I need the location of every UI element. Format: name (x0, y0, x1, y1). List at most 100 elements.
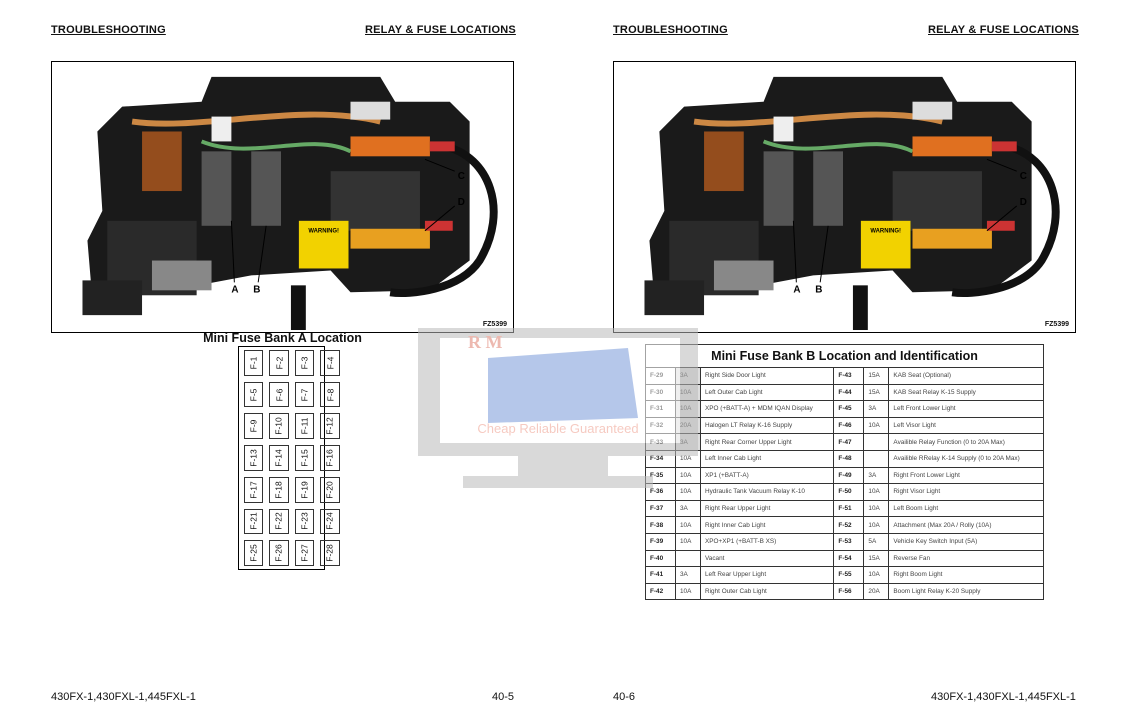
fuse-label: F-4 (325, 356, 336, 370)
fuse-code: F-55 (833, 566, 865, 584)
bank-a-title: Mini Fuse Bank A Location (203, 331, 362, 345)
bank-b-table: Mini Fuse Bank B Location and Identifica… (645, 344, 1044, 601)
fuse-rating: 15A (863, 367, 890, 385)
right-footer-model: 430FX-1,430FXL-1,445FXL-1 (931, 691, 1076, 703)
fuse-slot: F-17 (244, 476, 264, 503)
fuse-label: F-3 (299, 356, 310, 370)
fuse-rating: 15A (863, 549, 890, 568)
fuse-description: Boom Light Relay K-20 Supply (888, 582, 1044, 601)
fuse-description: Left Boom Light (888, 499, 1044, 518)
fuse-slot: F-21 (244, 508, 264, 535)
fuse-label: F-22 (274, 512, 285, 531)
fuse-description: KAB Seat (Optional) (888, 367, 1044, 385)
fuse-code: F-40 (645, 549, 676, 568)
fuse-label: F-1 (248, 356, 259, 370)
fuse-rating: 10A (863, 483, 890, 501)
fuse-code: F-56 (833, 582, 865, 601)
fuse-description: Left Outer Cab Light (699, 383, 835, 402)
fuse-description: XPO (+BATT-A) + MDM IQAN Display (699, 400, 835, 418)
fuse-code: F-45 (833, 400, 865, 418)
fuse-rating: 3A (675, 367, 701, 385)
fuse-label: F-7 (299, 388, 310, 401)
fuse-description: Left Visor Light (888, 416, 1044, 435)
fuse-label: F-11 (299, 417, 310, 435)
fuse-description: Right Rear Corner Upper Light (699, 433, 835, 451)
fuse-rating: 10A (863, 416, 890, 435)
callout-c: C (1020, 171, 1027, 182)
fuse-rating: 10A (863, 499, 890, 518)
fuse-code: F-41 (645, 566, 676, 584)
fuse-slot: F-25 (244, 540, 264, 566)
fuse-rating: 3A (675, 566, 701, 584)
fuse-description: Right Front Lower Light (888, 466, 1044, 485)
fuse-slot: F-7 (294, 381, 315, 408)
fuse-rating: 20A (863, 582, 890, 601)
fuse-description: Left Inner Cab Light (699, 449, 835, 468)
fuse-label: F-21 (248, 512, 259, 531)
fuse-code: F-29 (645, 367, 676, 385)
fuse-description: Hydraulic Tank Vacuum Relay K-10 (699, 483, 835, 501)
fuse-description: KAB Seat Relay K-15 Supply (888, 383, 1044, 402)
fuse-slot: F-1 (244, 350, 264, 376)
callout-a: A (231, 284, 238, 295)
fuse-code: F-43 (833, 367, 865, 385)
watermark-letters: R M (468, 332, 503, 352)
fuse-description: XPO+XP1 (+BATT-B XS) (699, 532, 835, 551)
fuse-description: Right Visor Light (888, 483, 1044, 501)
fuse-label: F-24 (325, 512, 336, 531)
fuse-slot: F-19 (294, 476, 315, 503)
fuse-rating: 3A (863, 400, 890, 418)
bank-b-title: Mini Fuse Bank B Location and Identifica… (645, 344, 1044, 368)
fuse-code: F-52 (833, 516, 865, 534)
fuse-label: F-19 (299, 480, 310, 499)
fuse-rating: 10A (675, 532, 701, 551)
fuse-slot: F-4 (320, 350, 340, 376)
fuse-panel-image: WARNING! A B C D (82, 76, 498, 331)
fuse-rating: 10A (863, 516, 890, 534)
fuse-code: F-44 (833, 383, 865, 402)
fuse-rating: 10A (675, 466, 701, 485)
fuse-label: F-26 (274, 544, 285, 562)
fuse-rating: 3A (675, 433, 701, 451)
fuse-rating: 10A (675, 449, 701, 468)
fuse-code: F-37 (645, 499, 676, 518)
fuse-label: F-8 (325, 388, 336, 401)
fuse-code: F-54 (833, 549, 865, 568)
fuse-slot: F-22 (269, 508, 289, 535)
fuse-label: F-10 (274, 417, 285, 436)
fuse-slot: F-5 (244, 381, 264, 408)
fuse-label: F-25 (248, 544, 259, 562)
left-header-title: RELAY & FUSE LOCATIONS (365, 24, 516, 36)
fuse-description: Right Inner Cab Light (699, 516, 835, 534)
right-header-section: TROUBLESHOOTING (613, 24, 728, 36)
fuse-description: XP1 (+BATT-A) (699, 466, 835, 485)
fuse-label: F-20 (325, 480, 336, 499)
fuse-code: F-30 (645, 383, 676, 402)
fuse-slot: F-14 (269, 445, 289, 471)
fuse-slot: F-23 (294, 508, 315, 535)
fuse-label: F-9 (248, 419, 259, 433)
callout-d: D (1020, 197, 1027, 208)
fuse-rating: 10A (675, 516, 701, 534)
fuse-rating: 10A (675, 483, 701, 501)
fuse-description: Right Side Door Light (699, 367, 835, 385)
fuse-code: F-36 (645, 483, 676, 501)
fuse-label: F-12 (325, 417, 336, 436)
figure-id: FZ5399 (482, 321, 507, 328)
fuse-slot: F-15 (294, 445, 315, 471)
fuse-rating (863, 433, 890, 451)
fuse-slot: F-12 (320, 413, 340, 440)
figure-id: FZ5399 (1044, 321, 1069, 328)
fuse-code: F-33 (645, 433, 676, 451)
fuse-code: F-47 (833, 433, 865, 451)
fuse-slot: F-28 (320, 540, 340, 566)
